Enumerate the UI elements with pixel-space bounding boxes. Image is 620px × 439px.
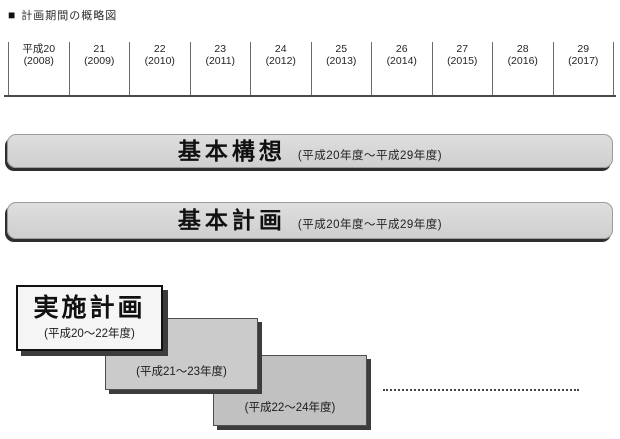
era-year-label: 平成20: [22, 43, 56, 55]
basic-concept-bar: 基本構想 (平成20年度～平成29年度): [7, 134, 613, 168]
era-year-label: 29: [577, 43, 590, 55]
era-year-label: 21: [93, 43, 106, 55]
implementation-plan-period-2: (平成21～23年度): [136, 366, 227, 378]
implementation-plan-period-3: (平成22～24年度): [244, 402, 336, 414]
timeline-year-cell: 26 (2014): [371, 42, 432, 95]
page-title: ■ 計画期間の概略図: [8, 7, 117, 23]
era-year-label: 26: [395, 43, 408, 55]
continuation-dotted-line: [383, 389, 579, 391]
implementation-plan-period-1: (平成20～22年度): [44, 327, 135, 340]
basic-plan-period: (平成20年度～平成29年度): [297, 219, 443, 231]
implementation-plan-title: 実施計画: [33, 293, 146, 322]
western-year-label: (2015): [447, 55, 478, 67]
western-year-label: (2012): [265, 55, 296, 67]
era-year-label: 22: [153, 43, 166, 55]
timeline-year-cell: 28 (2016): [492, 42, 553, 95]
timeline-year-cell: 23 (2011): [189, 42, 251, 95]
era-year-label: 27: [456, 43, 469, 55]
timeline-year-cell: 21 (2009): [68, 42, 130, 95]
western-year-label: (2014): [386, 55, 417, 67]
page-title-text: 計画期間の概略図: [21, 10, 118, 22]
timeline-year-cell: 25 (2013): [310, 42, 372, 95]
western-year-label: (2010): [144, 55, 175, 67]
western-year-label: (2011): [205, 55, 236, 67]
timeline-year-cell: 27 (2015): [431, 42, 493, 95]
basic-plan-title: 基本計画: [177, 207, 286, 233]
implementation-plan-box-1: 実施計画 (平成20～22年度): [16, 285, 163, 351]
timeline-axis: 平成20 (2008) 21 (2009) 22 (2010) 23 (2011…: [8, 42, 614, 95]
implementation-plan-box-3: (平成22～24年度): [213, 355, 367, 426]
era-year-label: 23: [214, 43, 227, 55]
timeline-year-cell: 29 (2017): [552, 42, 614, 95]
western-year-label: (2016): [507, 55, 538, 67]
era-year-label: 28: [516, 43, 529, 55]
basic-concept-period: (平成20年度～平成29年度): [297, 149, 443, 162]
western-year-label: (2008): [23, 55, 54, 67]
era-year-label: 25: [335, 43, 348, 55]
basic-concept-title: 基本構想: [177, 137, 286, 164]
timeline-year-cell: 平成20 (2008): [8, 42, 69, 95]
era-year-label: 24: [274, 43, 287, 55]
western-year-label: (2017): [568, 55, 599, 67]
timeline-year-cell: 24 (2012): [250, 42, 311, 95]
section-marker-icon: ■: [8, 8, 17, 22]
timeline-year-cell: 22 (2010): [129, 42, 190, 95]
western-year-label: (2009): [84, 55, 115, 67]
timeline-baseline: [4, 95, 616, 97]
basic-plan-bar: 基本計画 (平成20年度～平成29年度): [7, 202, 613, 239]
western-year-label: (2013): [326, 55, 357, 67]
